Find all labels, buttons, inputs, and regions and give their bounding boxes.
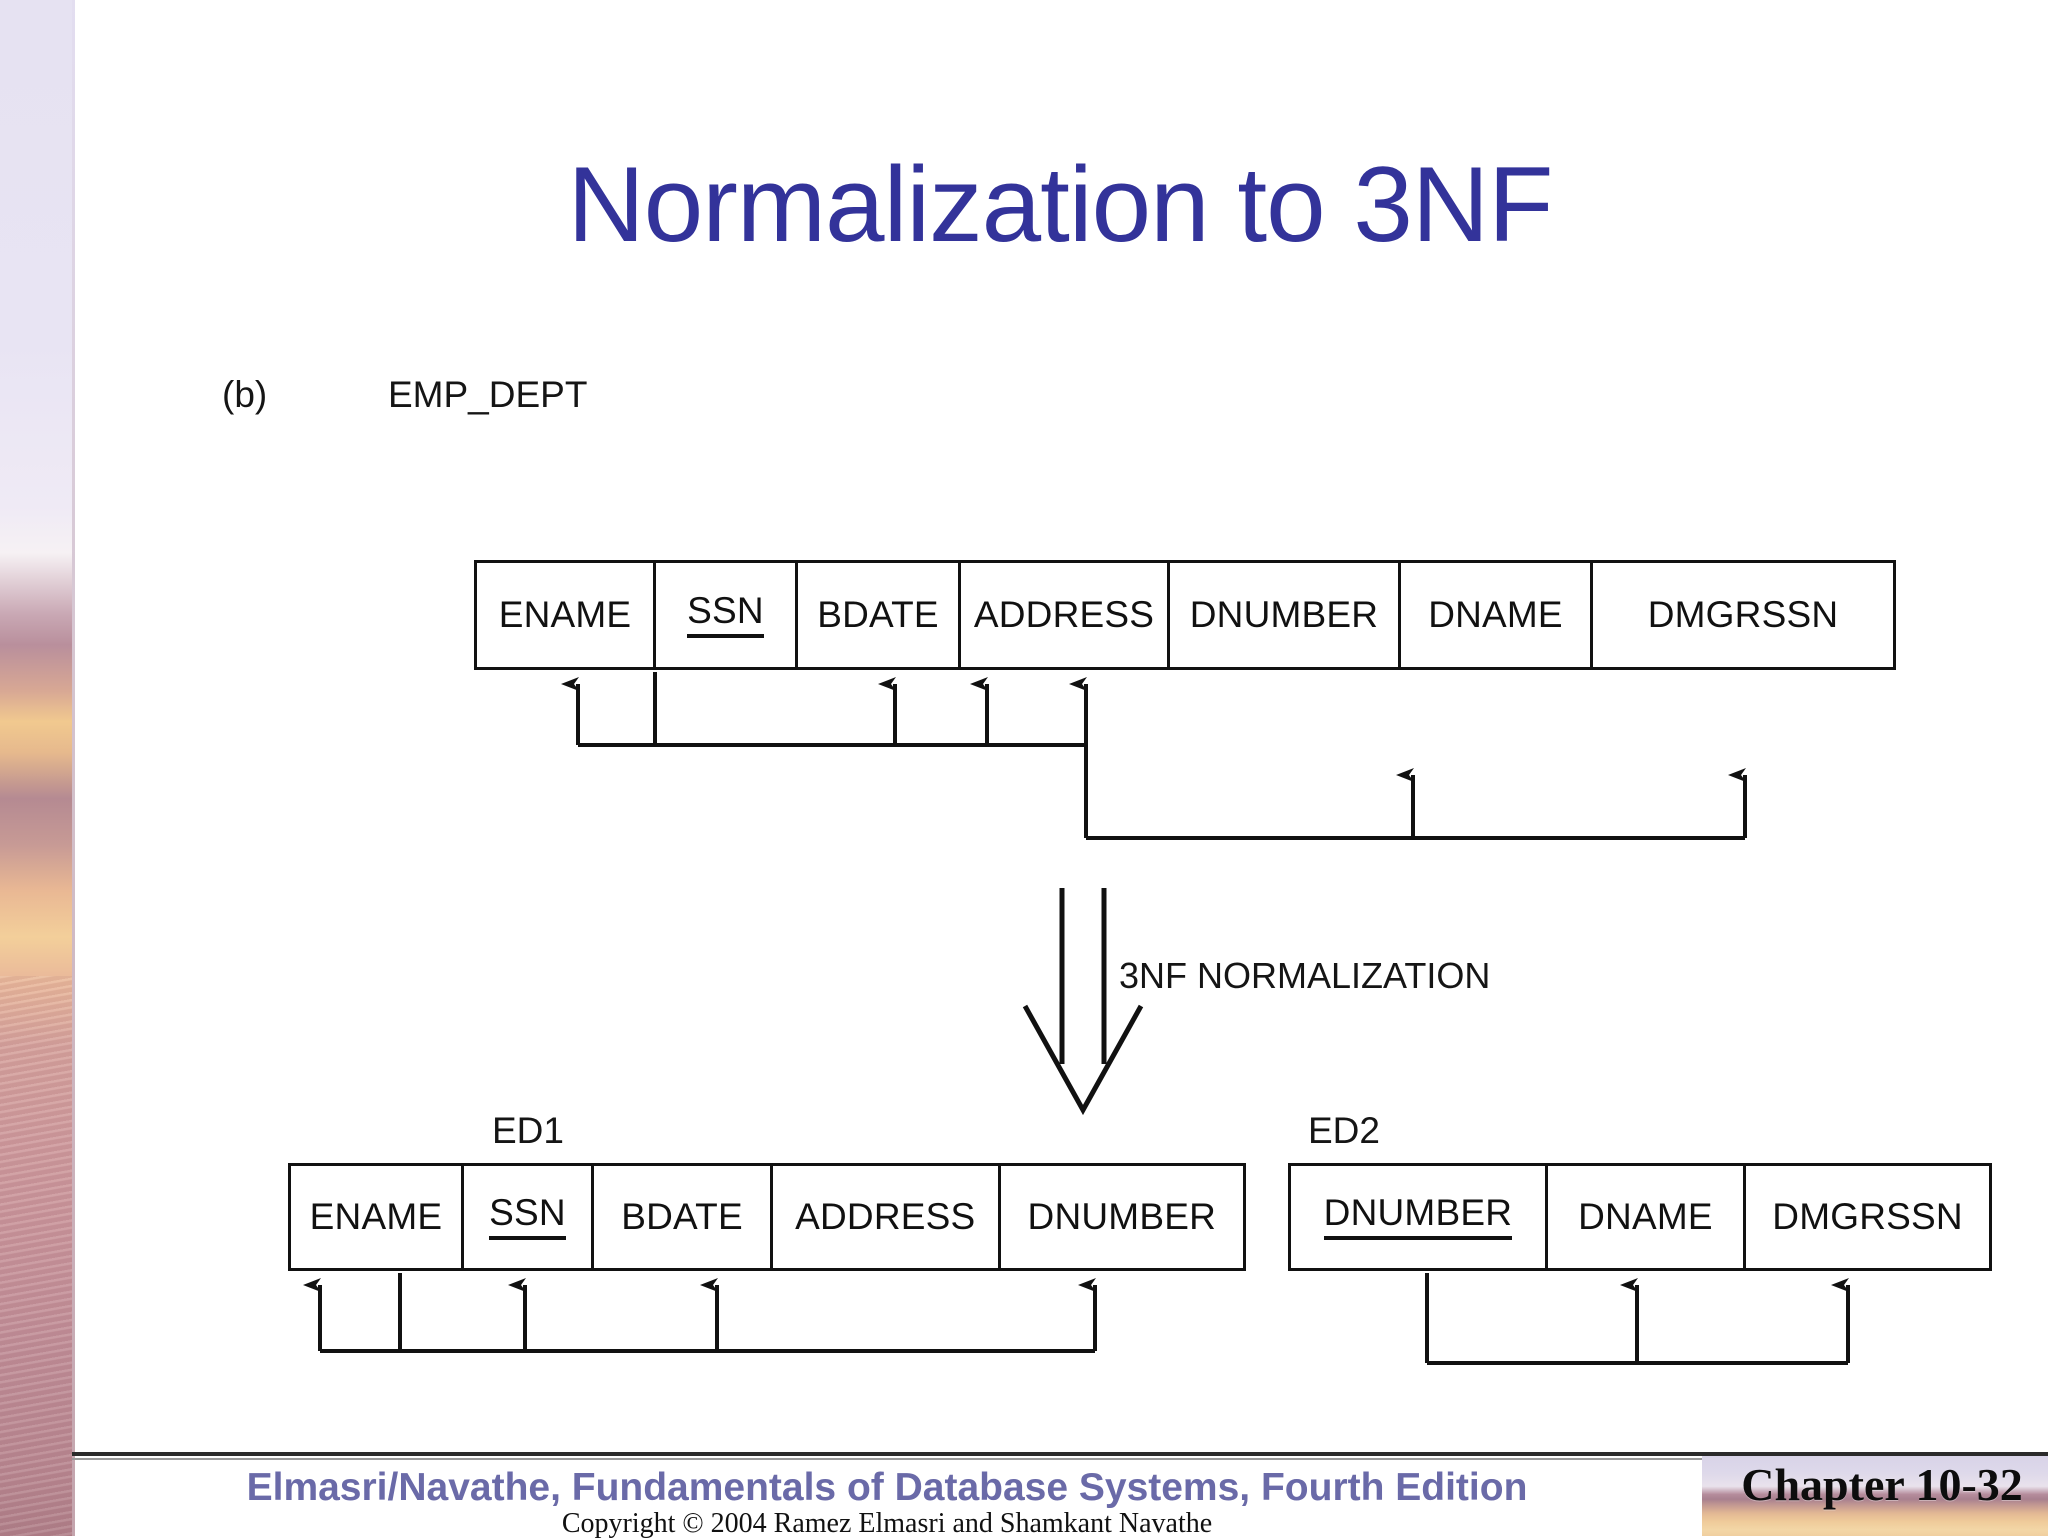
attribute-label: BDATE: [621, 1196, 743, 1237]
attribute-label: DMGRSSN: [1647, 594, 1839, 635]
attribute-label: DNAME: [1428, 594, 1563, 635]
transform-label: 3NF NORMALIZATION: [1119, 955, 1491, 996]
attribute-cell-address[interactable]: ADDRESS: [961, 563, 1170, 667]
attribute-cell-ename[interactable]: ENAME: [477, 563, 656, 667]
attribute-label: DNAME: [1578, 1196, 1713, 1237]
footer-divider-secondary: [72, 1458, 2048, 1460]
normalization-arrow-icon: [1022, 888, 1144, 1116]
sidebar-edge-divider: [72, 0, 75, 1536]
chapter-number: Chapter 10-32: [1741, 1459, 2023, 1510]
attribute-cell-dmgrssn[interactable]: DMGRSSN: [1593, 563, 1893, 667]
attribute-label: ADDRESS: [973, 594, 1155, 635]
attribute-cell-ed1-ssn[interactable]: SSN: [464, 1166, 595, 1268]
attribute-label: DNUMBER: [1027, 1196, 1216, 1237]
attribute-label: DNUMBER: [1189, 594, 1379, 635]
attribute-cell-ed1-dnumber[interactable]: DNUMBER: [1001, 1166, 1243, 1268]
attribute-cell-ed1-ename[interactable]: ENAME: [291, 1166, 464, 1268]
attribute-label: BDATE: [817, 594, 939, 635]
decorative-sidebar-image: [0, 0, 72, 1536]
relation-title-ed2: ED2: [1308, 1110, 1380, 1151]
fd-arrow-group-ed2-dnumber: [1425, 1273, 1850, 1365]
attribute-label: ENAME: [498, 594, 632, 635]
attribute-cell-ed2-dname[interactable]: DNAME: [1548, 1166, 1747, 1268]
fd-arrow-group-emp-dept-ssn: [561, 672, 1088, 747]
relation-ed1[interactable]: ENAME SSN BDATE ADDRESS DNUMBER: [288, 1163, 1246, 1271]
attribute-cell-bdate[interactable]: BDATE: [798, 563, 961, 667]
relation-title-ed1: ED1: [492, 1110, 564, 1151]
attribute-cell-dnumber[interactable]: DNUMBER: [1170, 563, 1401, 667]
attribute-cell-ed1-address[interactable]: ADDRESS: [773, 1166, 1001, 1268]
page-title: Normalization to 3NF: [567, 144, 1554, 264]
relation-ed2[interactable]: DNUMBER DNAME DMGRSSN: [1288, 1163, 1992, 1271]
footer-divider: [72, 1452, 2048, 1456]
relation-title-emp-dept: EMP_DEPT: [388, 374, 588, 415]
attribute-cell-ed2-dmgrssn[interactable]: DMGRSSN: [1746, 1166, 1989, 1268]
footer-book-title: Elmasri/Navathe, Fundamentals of Databas…: [246, 1466, 1528, 1509]
chapter-badge-background: [1702, 1456, 2048, 1536]
relation-emp-dept[interactable]: ENAME SSN BDATE ADDRESS DNUMBER DNAME DM…: [474, 560, 1896, 670]
attribute-cell-ed2-dnumber[interactable]: DNUMBER: [1291, 1166, 1548, 1268]
attribute-cell-ssn[interactable]: SSN: [656, 563, 798, 667]
attribute-cell-ed1-bdate[interactable]: BDATE: [594, 1166, 773, 1268]
fd-arrow-group-emp-dept-dnumber: [1084, 745, 1747, 840]
attribute-label-key: SSN: [687, 592, 764, 638]
attribute-cell-dname[interactable]: DNAME: [1401, 563, 1593, 667]
attribute-label-key: DNUMBER: [1323, 1194, 1513, 1240]
attribute-label-key: SSN: [489, 1194, 566, 1240]
footer-copyright: Copyright © 2004 Ramez Elmasri and Shamk…: [561, 1508, 1213, 1539]
attribute-label: ENAME: [309, 1196, 443, 1237]
attribute-label: ADDRESS: [795, 1196, 976, 1237]
attribute-label: DMGRSSN: [1772, 1196, 1963, 1237]
figure-part-label: (b): [222, 374, 268, 415]
fd-arrow-group-ed1-ssn: [303, 1273, 1097, 1353]
normalization-figure: (b) EMP_DEPT ENAME SSN BDATE ADDRESS DNU…: [222, 374, 1992, 1365]
